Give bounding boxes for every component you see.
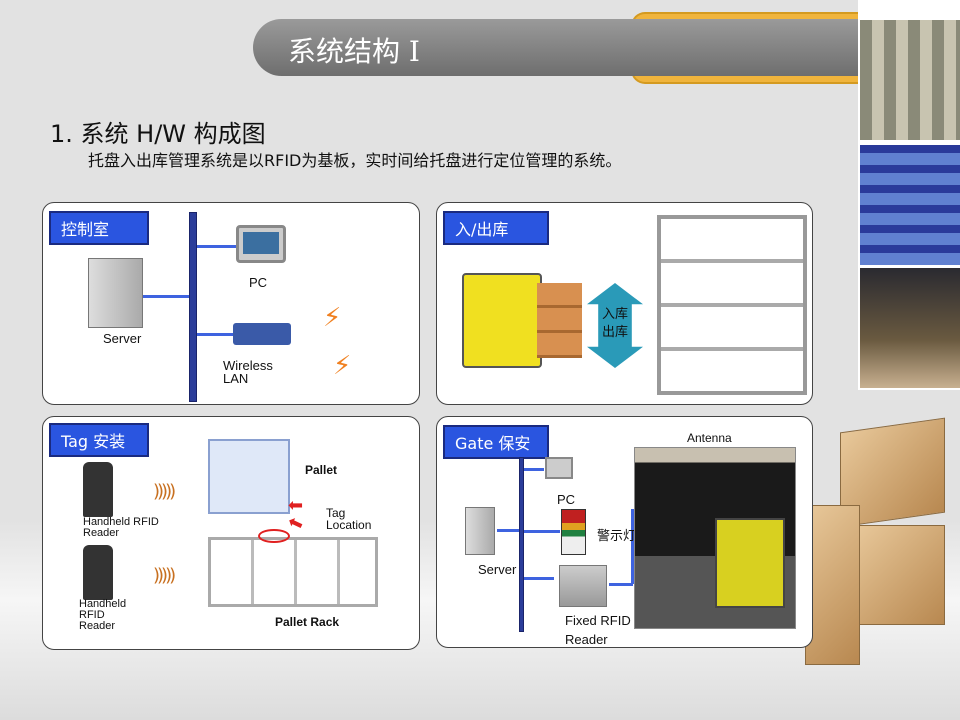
photo-strip [858,0,960,390]
panel-label: 控制室 [49,211,149,245]
pc-label: PC [249,275,268,290]
tag-marker [258,529,290,543]
pc-icon [236,225,286,263]
warehouse-photo [860,145,960,265]
arrow-in-label: 入库 [601,307,628,322]
router-icon [233,323,291,345]
tag-location-label: Tag Location [326,506,372,532]
connector [631,509,634,584]
arrow-out-label: 出库 [601,325,628,340]
network-bus [189,212,197,402]
cardboard-box [855,525,945,625]
wireless-signal-icon: ⚡ [333,351,352,381]
server-label: Server [478,562,517,577]
handheld-reader-icon [83,462,113,517]
connector [197,245,237,248]
pallet-image [208,439,290,514]
pallet-rack-label: Pallet Rack [275,615,340,629]
server-icon [465,507,495,555]
connector [524,577,554,580]
gate-photo [634,447,796,629]
connector [524,468,544,471]
pallet-label: Pallet [305,463,338,477]
server-icon [88,258,143,328]
handheld-reader-icon [83,545,113,600]
panel-label: Gate 保安 [443,425,549,459]
arrow-icon: ⬅ [288,495,304,516]
warning-light-label: 警示灯 [597,528,637,543]
pallet-rack-image [208,537,378,607]
reader-label: Handheld RFID Reader [79,598,127,632]
cardboard-box [805,505,860,665]
section-description: 托盘入出库管理系统是以RFID为基板，实时间给托盘进行定位管理的系统。 [88,151,622,170]
section-heading: 1. 系统 H/W 构成图 [50,120,266,148]
connector [524,530,560,533]
forklift-photo [715,518,785,608]
fixed-reader-icon [559,565,607,607]
warehouse-photo [860,268,960,388]
connector [197,333,237,336]
pc-icon [545,457,573,479]
rf-wave-icon: ))))) [153,565,176,586]
pallet-rack-image [657,215,807,395]
connector [497,529,519,532]
connector [143,295,189,298]
panel-label: 入/出库 [443,211,549,245]
panel-gate-security: Gate 保安 PC Server 警示灯 Fixed RFID Reader … [436,416,813,648]
warehouse-photo [860,20,960,140]
rf-wave-icon: ))))) [153,481,176,502]
antenna-label: Antenna [687,431,732,445]
panel-in-out: 入/出库 入库 出库 [436,202,813,405]
panel-label: Tag 安装 [49,423,149,457]
wireless-label: Wireless LAN [223,358,273,386]
wireless-signal-icon: ⚡ [323,303,342,333]
warning-light-icon [561,509,586,555]
pc-label: PC [557,492,576,507]
cargo-boxes [537,283,582,358]
network-bus [519,457,524,632]
page-title: 系统结构 Ⅰ [288,35,420,68]
forklift-icon [462,273,542,368]
connector [609,583,633,586]
server-label: Server [103,331,142,346]
reader-label: Handheld RFID Reader [83,516,159,539]
panel-tag-install: Tag 安装 Handheld RFID Reader ))))) Handhe… [42,416,420,650]
fixed-reader-label: Fixed RFID Reader [565,613,631,647]
title-bar [253,19,858,76]
panel-control-room: 控制室 Server PC Wireless LAN ⚡ ⚡ [42,202,420,405]
